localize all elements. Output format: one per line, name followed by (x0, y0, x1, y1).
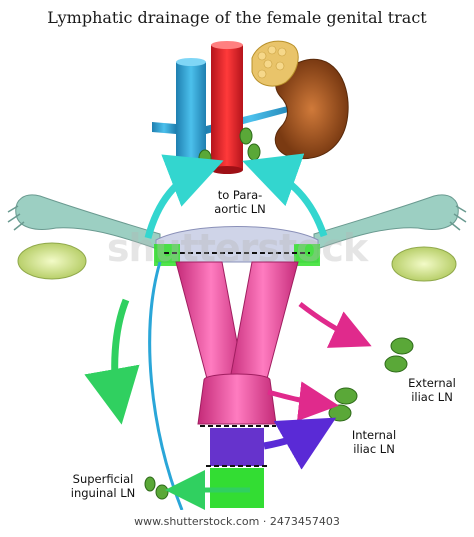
label-internal-iliac: Internal iliac LN (334, 428, 414, 456)
superficial-inguinal-lymph-nodes (144, 476, 169, 500)
arrow-ovary-down-green (84, 298, 140, 425)
adrenal-gland (251, 40, 299, 87)
cervix (197, 373, 277, 425)
arrow-cervix-to-internal-iliac (267, 381, 339, 422)
label-internal-iliac-line2: iliac LN (353, 442, 395, 456)
label-para-aortic-line1: to Para- (217, 188, 263, 202)
label-para-aortic-line2: aortic LN (214, 202, 266, 216)
right-cornu (294, 244, 320, 266)
external-iliac-lymph-nodes (384, 337, 414, 373)
internal-iliac-lymph-nodes (328, 387, 358, 422)
arrow-to-para-aortic-right (242, 153, 328, 238)
aorta (211, 41, 243, 174)
arrow-upper-vagina-to-internal-iliac (263, 417, 337, 470)
arrow-to-para-aortic-left (144, 154, 224, 239)
label-superficial-inguinal-line1: Superficial (72, 472, 134, 486)
right-fallopian-tube (313, 194, 467, 251)
arrow-to-external-iliac (298, 302, 372, 348)
label-external-iliac-line1: External (408, 376, 456, 390)
uterus-fundus (155, 226, 319, 263)
footer-credit: www.shutterstock.com · 2473457403 (0, 510, 474, 533)
label-para-aortic: to Para- aortic LN (200, 188, 280, 216)
uterine-body (175, 261, 299, 391)
left-ovary (17, 242, 87, 280)
left-fallopian-tube (7, 194, 161, 251)
round-ligament (148, 261, 184, 511)
label-external-iliac-line2: iliac LN (411, 390, 453, 404)
label-external-iliac: External iliac LN (392, 376, 472, 404)
label-superficial-inguinal-line2: inguinal LN (70, 486, 136, 500)
diagram-title: Lymphatic drainage of the female genital… (47, 8, 427, 27)
right-ovary (391, 246, 457, 282)
label-superficial-inguinal: Superficial inguinal LN (58, 472, 148, 500)
label-internal-iliac-line1: Internal (351, 428, 397, 442)
left-cornu (154, 244, 180, 266)
upper-vagina (210, 428, 264, 466)
